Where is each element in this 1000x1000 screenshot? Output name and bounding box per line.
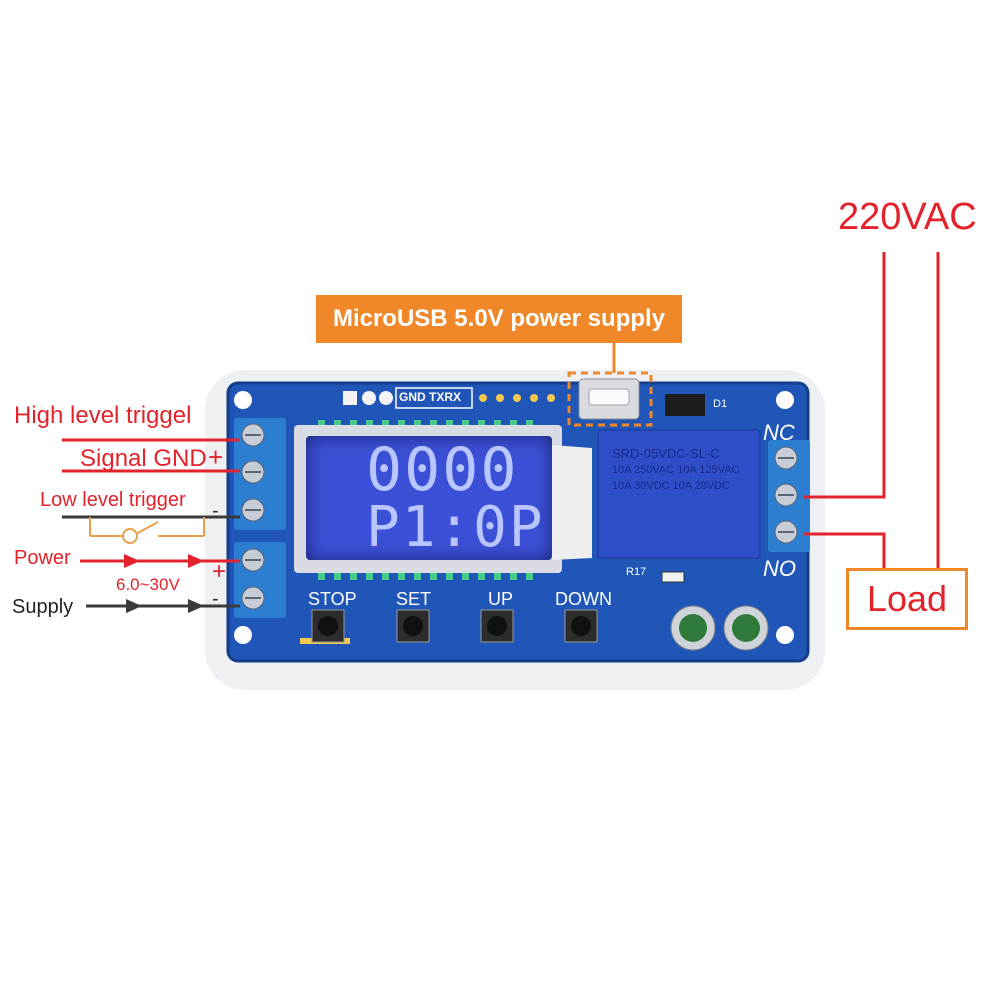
down-button-label: DOWN — [555, 589, 612, 609]
voltage-range-label: 6.0~30V — [116, 575, 180, 594]
signal-gnd-label: Signal GND — [80, 445, 207, 472]
relay-rating-1: 10A 250VAC 10A 125VAC — [612, 464, 740, 476]
wire-ac-1 — [804, 252, 886, 499]
wire-load — [804, 532, 886, 570]
set-button[interactable] — [397, 610, 429, 642]
mount-hole — [234, 391, 252, 409]
usb-callout-label: MicroUSB 5.0V power supply — [332, 305, 666, 332]
no-label: NO — [763, 556, 796, 581]
up-button[interactable] — [481, 610, 513, 642]
switch-contact — [122, 528, 138, 544]
high-level-label: High level triggel — [14, 402, 192, 429]
lcd-line-2: P1:0P — [366, 495, 545, 560]
signal-minus-sign: - — [212, 500, 219, 522]
mount-hole — [776, 626, 794, 644]
header-pin — [343, 391, 357, 405]
relay — [597, 429, 761, 559]
ac-voltage-label: 220VAC — [838, 196, 977, 238]
up-button-label: UP — [488, 589, 514, 609]
low-level-label: Low level trigger — [40, 489, 186, 511]
nc-label: NC — [763, 420, 795, 445]
power-minus-sign: - — [212, 588, 219, 610]
usb-callout: MicroUSB 5.0V power supply — [316, 295, 682, 343]
mount-hole — [776, 391, 794, 409]
load-label: Load — [866, 578, 948, 619]
supply-label: Supply — [12, 596, 74, 618]
power-plus-sign: + — [212, 558, 227, 585]
lcd-line-1: 0000 — [366, 435, 519, 505]
set-button-label: SET — [396, 589, 432, 609]
relay-model: SRD-05VDC-SL-C — [612, 446, 720, 461]
lcd-display — [306, 436, 552, 560]
usb-highlight — [567, 371, 653, 427]
mount-hole — [234, 626, 252, 644]
relay-rating-2: 10A 30VDC 10A 28VDC — [612, 480, 731, 492]
stop-button-label: STOP — [308, 589, 357, 609]
down-button[interactable] — [565, 610, 597, 642]
r17-label: R17 — [626, 566, 647, 578]
button-bodies — [300, 609, 598, 644]
power-label: Power — [14, 547, 71, 569]
load-box: Load — [846, 568, 968, 630]
d1-label: D1 — [713, 398, 728, 410]
signal-plus-sign: + — [208, 442, 224, 472]
diode-d1 — [665, 394, 705, 416]
header-label: GND TXRX — [399, 390, 462, 404]
stop-button[interactable] — [312, 610, 344, 642]
